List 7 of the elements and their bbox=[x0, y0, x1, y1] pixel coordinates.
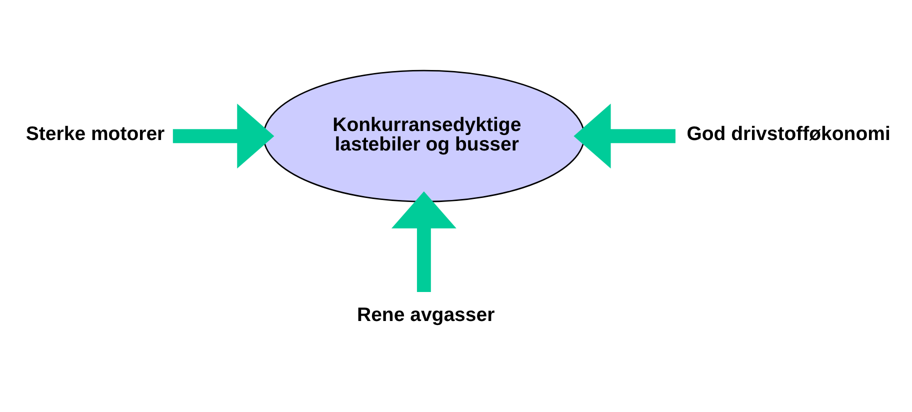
node-text: Rene avgasser bbox=[357, 304, 495, 326]
node-text: Sterke motorer bbox=[26, 122, 165, 144]
node-text: God drivstofføkonomi bbox=[686, 122, 890, 144]
arrow bbox=[392, 190, 456, 292]
node-ellipse: Konkurransedyktige lastebiler og busser bbox=[262, 69, 585, 202]
arrow bbox=[574, 103, 676, 168]
arrow bbox=[172, 103, 274, 168]
